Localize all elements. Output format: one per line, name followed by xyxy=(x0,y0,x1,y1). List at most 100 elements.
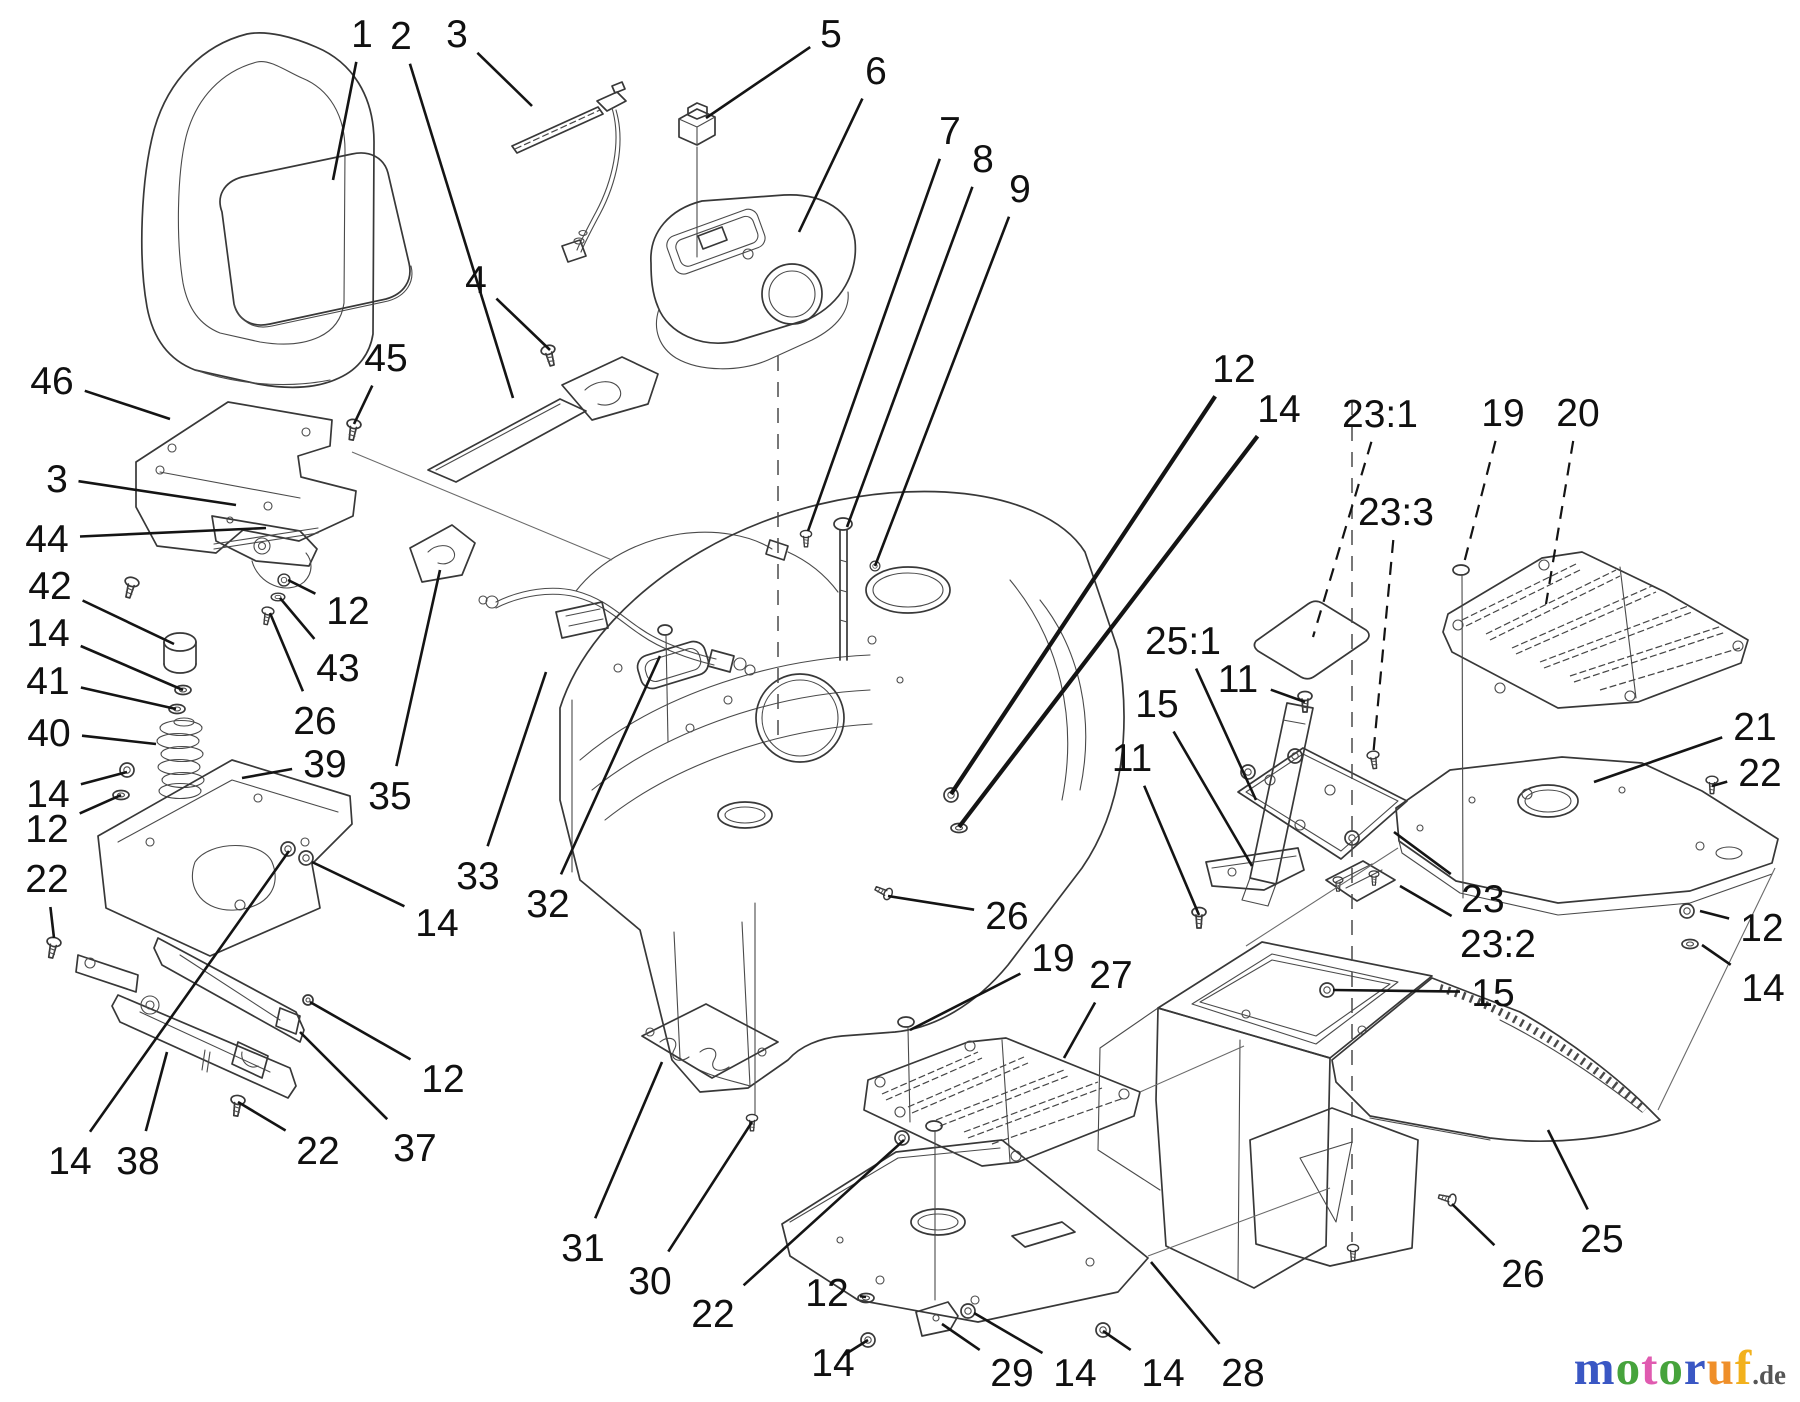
seat xyxy=(141,32,413,389)
callout-label: 14 xyxy=(48,1140,91,1183)
leader-line xyxy=(88,850,291,1133)
callout-label: 38 xyxy=(116,1140,159,1183)
rear-body-console xyxy=(1097,941,1661,1289)
callout-label: 15 xyxy=(1471,972,1514,1015)
seat-support-bracket xyxy=(97,759,353,957)
callout-label: 46 xyxy=(30,360,73,403)
leader-line xyxy=(806,158,942,532)
callout-label: 12 xyxy=(805,1272,848,1315)
leader-line xyxy=(1311,441,1373,638)
callout-label: 8 xyxy=(972,138,994,181)
watermark-letter: o xyxy=(1658,1340,1684,1395)
callout-label: 22 xyxy=(25,858,68,901)
callout-label: 3 xyxy=(446,13,468,56)
callout-label: 29 xyxy=(990,1352,1033,1395)
callout-label: 43 xyxy=(316,647,359,690)
callout-label: 4 xyxy=(465,259,487,302)
floor-plate-right xyxy=(1395,564,1779,950)
hardware xyxy=(42,342,1719,1262)
callout-label: 26 xyxy=(985,895,1028,938)
seat-switch-cable xyxy=(511,81,627,263)
leader-line xyxy=(887,894,975,911)
leader-line xyxy=(80,770,128,786)
floor-pan-left xyxy=(781,1120,1149,1348)
leader-line xyxy=(1544,440,1575,605)
watermark-letter: m xyxy=(1573,1340,1616,1395)
callout-label: 33 xyxy=(456,855,499,898)
leader-line xyxy=(909,972,1021,1032)
callout-label: 14 xyxy=(1141,1352,1184,1395)
footrest-right xyxy=(1442,551,1749,709)
callout-label: 39 xyxy=(303,743,346,786)
leader-line xyxy=(1143,785,1201,916)
callout-label: 27 xyxy=(1089,954,1132,997)
callout-label: 14 xyxy=(1257,388,1300,431)
decal-strip xyxy=(427,398,587,483)
callout-label: 23:1 xyxy=(1342,393,1418,436)
leader-line xyxy=(241,767,293,780)
leader-line xyxy=(1172,730,1254,867)
callout-label: 26 xyxy=(293,700,336,743)
callout-label: 20 xyxy=(1556,392,1599,435)
callout-label: 19 xyxy=(1031,937,1074,980)
leader-line xyxy=(352,385,374,425)
callout-label: 11 xyxy=(1112,737,1153,780)
latch-plate-lower xyxy=(409,524,476,583)
watermark-letter: u xyxy=(1706,1340,1735,1395)
callout-label: 2 xyxy=(390,15,412,58)
leader-line xyxy=(309,1000,412,1061)
heat-shield xyxy=(641,1003,779,1079)
leader-line xyxy=(1150,1261,1221,1345)
leader-line xyxy=(1699,909,1730,920)
callout-label: 45 xyxy=(364,337,407,380)
watermark-suffix: .de xyxy=(1752,1360,1786,1390)
leader-line xyxy=(79,526,267,538)
adjuster-rails xyxy=(75,937,314,1099)
leader-line xyxy=(49,906,56,939)
leader-line xyxy=(797,98,864,233)
callout-label: 44 xyxy=(25,518,68,561)
leader-line xyxy=(842,1338,869,1357)
callout-label: 15 xyxy=(1135,683,1178,726)
leader-line xyxy=(559,655,662,875)
callout-label: 22 xyxy=(296,1130,339,1173)
leader-line xyxy=(78,479,237,507)
callout-label: 5 xyxy=(820,13,842,56)
callout-label: 23:2 xyxy=(1460,923,1536,966)
watermark-letter: t xyxy=(1641,1340,1659,1395)
leader-line xyxy=(82,599,175,646)
leader-line xyxy=(973,1311,1044,1355)
leader-line xyxy=(80,686,177,711)
callout-label: 12 xyxy=(25,808,68,851)
leader-line xyxy=(331,61,358,181)
seat-spring-stack xyxy=(156,632,205,800)
callout-label: 9 xyxy=(1009,168,1031,211)
callout-label: 22 xyxy=(691,1293,734,1336)
leader-line xyxy=(1701,943,1732,966)
leader-lines xyxy=(49,46,1732,1357)
seat-mount-plate xyxy=(135,401,357,554)
bracket-tower xyxy=(1205,702,1314,907)
callout-label: 35 xyxy=(368,775,411,818)
leader-line xyxy=(957,434,1260,829)
leader-line xyxy=(476,51,533,107)
leader-line xyxy=(667,1121,754,1253)
leader-line xyxy=(237,1100,287,1132)
leader-line xyxy=(79,793,122,815)
leader-line xyxy=(705,46,811,120)
callout-label: 30 xyxy=(628,1260,671,1303)
leader-line xyxy=(1371,539,1395,758)
callout-label: 12 xyxy=(326,590,369,633)
footrest-left xyxy=(863,1037,1141,1167)
callout-label: 12 xyxy=(1212,348,1255,391)
leader-line xyxy=(859,1294,867,1299)
leader-line xyxy=(873,216,1011,567)
callout-label: 3 xyxy=(46,458,68,501)
callout-label: 25 xyxy=(1580,1218,1623,1261)
leader-line xyxy=(299,1031,389,1121)
projection-lines xyxy=(351,356,1776,1257)
leader-line xyxy=(1102,1329,1132,1351)
callout-label: 1 xyxy=(351,13,373,56)
